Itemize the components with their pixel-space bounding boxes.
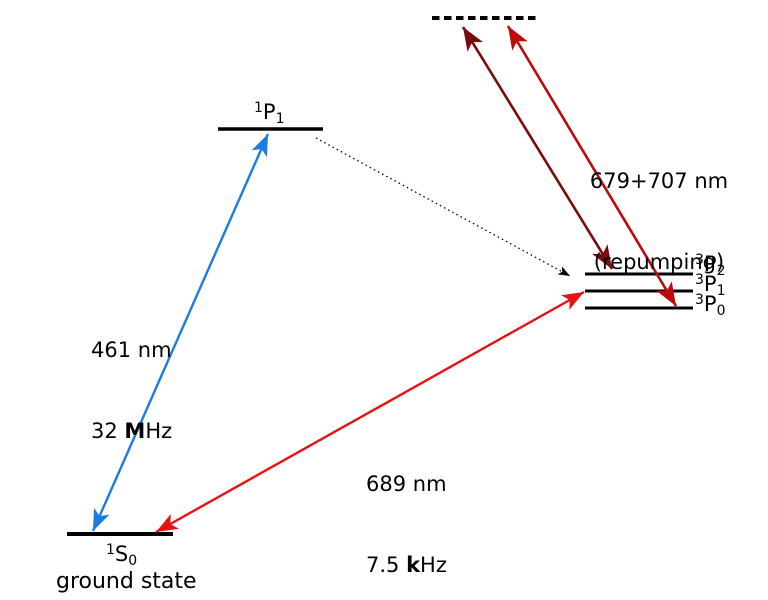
term-subscript: 0 bbox=[716, 303, 726, 319]
level-label-3p1: 3P1 bbox=[695, 272, 726, 299]
linewidth-unit-prefix: M bbox=[124, 419, 146, 443]
level-label-3p0: 3P0 bbox=[695, 292, 726, 319]
level-label-1s0: 1S0 bbox=[106, 542, 137, 569]
repump-679nm-transition-arrow bbox=[506, 25, 678, 307]
red-linewidth-label: 7.5 kHz bbox=[366, 552, 447, 579]
linewidth-unit-prefix: k bbox=[406, 553, 421, 577]
term-superscript: 3 bbox=[695, 252, 704, 268]
level-label-3p2: 3P2 bbox=[695, 252, 726, 279]
repump-annotation: 679+707 nm (repumping) bbox=[575, 114, 743, 330]
repump-caption-label: (repumping) bbox=[593, 250, 725, 274]
term-subscript: 2 bbox=[716, 263, 726, 279]
red-transition-annotation: 689 nm 7.5 kHz bbox=[366, 417, 447, 600]
term-letter: P bbox=[703, 292, 717, 316]
linewidth-unit: Hz bbox=[145, 419, 173, 443]
level-label-1p1: 1P1 bbox=[254, 100, 285, 127]
decay-path-arrow bbox=[315, 137, 571, 277]
term-letter: P bbox=[262, 100, 276, 124]
term-subscript: 1 bbox=[275, 111, 285, 127]
term-letter: P bbox=[703, 272, 717, 296]
term-superscript: 1 bbox=[254, 100, 263, 116]
blue-linewidth-label: 32 MHz bbox=[91, 418, 172, 445]
term-subscript: 0 bbox=[128, 553, 138, 569]
red-wavelength-label: 689 nm bbox=[366, 472, 447, 496]
term-subscript: 1 bbox=[716, 283, 726, 299]
linewidth-value: 7.5 bbox=[366, 553, 407, 577]
term-superscript: 1 bbox=[106, 542, 115, 558]
ground-state-caption: ground state bbox=[56, 569, 197, 594]
linewidth-value: 32 bbox=[91, 419, 125, 443]
linewidth-unit: Hz bbox=[420, 553, 447, 577]
red-689nm-transition-arrow bbox=[155, 290, 585, 534]
blue-wavelength-label: 461 nm bbox=[91, 338, 172, 362]
term-superscript: 3 bbox=[695, 272, 704, 288]
term-letter: P bbox=[703, 252, 717, 276]
blue-transition-annotation: 461 nm 32 MHz bbox=[91, 283, 172, 499]
term-superscript: 3 bbox=[695, 292, 704, 308]
term-letter: S bbox=[114, 542, 129, 566]
repump-wavelength-label: 679+707 nm bbox=[589, 169, 729, 193]
